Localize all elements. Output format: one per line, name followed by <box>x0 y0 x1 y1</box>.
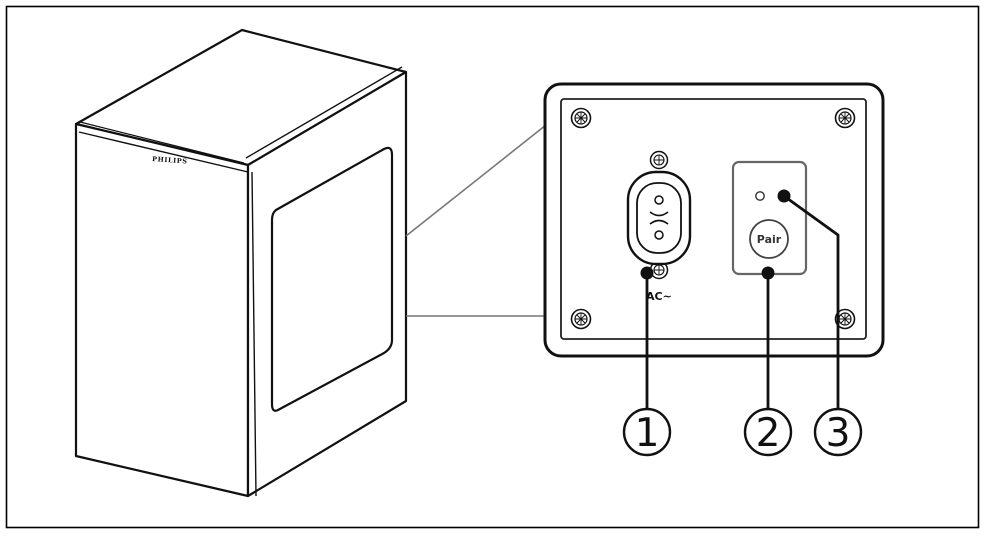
callout-circle-2 <box>743 407 793 457</box>
pair-indicator-led <box>755 191 765 201</box>
callout-leaders <box>645 194 840 408</box>
subwoofer <box>74 28 408 498</box>
corner-screw-bottom-left <box>570 308 592 330</box>
corner-screw-top-right <box>834 107 856 129</box>
zoom-leader-lines <box>405 124 547 317</box>
subwoofer-front <box>74 122 250 498</box>
brand-logo: PHILIPS <box>152 155 188 165</box>
callout-circle-3 <box>813 407 863 457</box>
callout-number-1: 1 <box>635 411 660 456</box>
callout-dot-2 <box>761 266 775 280</box>
socket-screw-top <box>649 150 669 170</box>
callout-number-2: 2 <box>756 411 781 456</box>
socket-pin-divider <box>649 211 669 225</box>
rear-panel: AC~ Pair <box>543 82 885 358</box>
pair-button-label: Pair <box>757 233 782 246</box>
socket-pin-top <box>654 195 664 205</box>
callout-1: 1 <box>622 407 672 457</box>
subwoofer-bevel-top <box>79 121 245 164</box>
ac-power-socket <box>626 150 692 280</box>
rear-panel-outer <box>543 82 885 358</box>
ac-socket-label: AC~ <box>646 290 672 303</box>
callout-dot-1 <box>640 266 654 280</box>
callout-2: 2 <box>743 407 793 457</box>
corner-screw-top-left <box>570 107 592 129</box>
callout-number-3: 3 <box>826 411 851 456</box>
subwoofer-side-grille <box>270 146 394 412</box>
socket-outer-shell <box>626 170 692 266</box>
pair-module <box>731 160 808 276</box>
callout-3: 3 <box>813 407 863 457</box>
socket-inner-shell <box>636 182 682 254</box>
socket-pin-bottom <box>654 230 664 240</box>
subwoofer-bevel <box>78 66 403 497</box>
callout-dot-3 <box>777 189 791 203</box>
callout-leader-3 <box>783 194 840 408</box>
rear-panel-inner <box>560 98 867 340</box>
callout-circle-1 <box>622 407 672 457</box>
callout-leader-dots <box>640 189 791 280</box>
pair-button-shape[interactable] <box>749 219 789 259</box>
